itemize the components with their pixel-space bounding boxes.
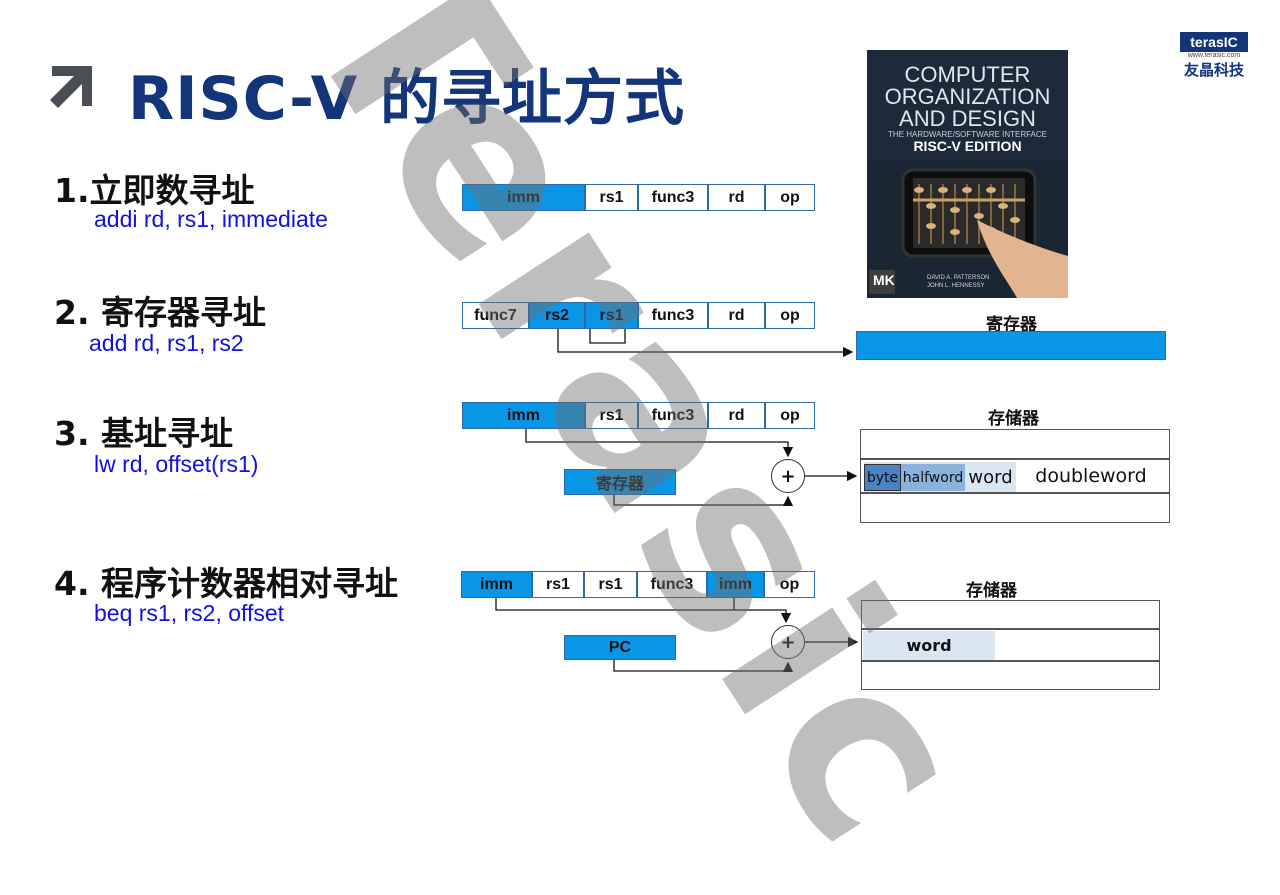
- field-rs1: rs1: [532, 571, 584, 598]
- memory-row: [861, 600, 1160, 629]
- mode-3-title: 3. 基址寻址: [54, 414, 233, 453]
- register-box: 寄存器: [564, 469, 676, 495]
- field-op: op: [764, 571, 815, 598]
- connector-lines: [495, 329, 859, 673]
- mode-1-title: 1.立即数寻址: [54, 171, 255, 210]
- pc-relative-format-row: imm rs1 rs1 func3 imm op: [461, 571, 815, 598]
- immediate-format-row: imm rs1 func3 rd op: [462, 184, 815, 211]
- mode-2-title: 2. 寄存器寻址: [54, 293, 266, 332]
- mode-4-title: 4. 程序计数器相对寻址: [54, 564, 398, 603]
- field-rs1: rs1: [585, 302, 638, 329]
- mode-1-code: addi rd, rs1, immediate: [94, 206, 328, 232]
- book-cover-image: COMPUTER ORGANIZATION AND DESIGN THE HAR…: [867, 50, 1068, 298]
- base-format-row: imm rs1 func3 rd op: [462, 402, 815, 429]
- doubleword-cell: doubleword: [1035, 465, 1147, 487]
- field-op: op: [765, 184, 815, 211]
- book-title-line3: AND DESIGN: [899, 106, 1036, 131]
- field-rs1: rs1: [584, 571, 637, 598]
- field-imm: imm: [462, 184, 585, 211]
- field-func7: func7: [462, 302, 529, 329]
- book-edition: RISC-V EDITION: [913, 138, 1022, 154]
- memory-row: [860, 493, 1170, 523]
- book-subtitle: THE HARDWARE/SOFTWARE INTERFACE: [888, 130, 1047, 139]
- field-rd: rd: [708, 402, 765, 429]
- field-imm: imm: [461, 571, 532, 598]
- memory-label: 存储器: [988, 409, 1039, 429]
- mode-2-code: add rd, rs1, rs2: [89, 330, 244, 356]
- adder-plus-icon: +: [771, 459, 805, 493]
- company-name: 友晶科技: [1183, 61, 1244, 79]
- field-imm: imm: [462, 402, 585, 429]
- field-func3: func3: [638, 302, 708, 329]
- register-file-label: 寄存器: [986, 315, 1037, 335]
- adder-plus-icon: +: [771, 625, 805, 659]
- register-format-row: func7 rs2 rs1 func3 rd op: [462, 302, 815, 329]
- register-file-box: [856, 331, 1166, 360]
- book-title-line1: COMPUTER: [904, 62, 1031, 87]
- mode-4-code: beq rs1, rs2, offset: [94, 600, 285, 626]
- field-func3: func3: [638, 402, 708, 429]
- logo-brand: terasIC: [1180, 32, 1248, 52]
- field-imm: imm: [707, 571, 764, 598]
- field-op: op: [765, 402, 815, 429]
- field-rs1: rs1: [585, 184, 638, 211]
- pc-box: PC: [564, 635, 676, 660]
- logo-url: www.terasic.com: [1187, 52, 1241, 59]
- book-title-line2: ORGANIZATION: [884, 84, 1051, 109]
- field-rs2: rs2: [529, 302, 585, 329]
- word-cell: word: [863, 631, 995, 660]
- field-func3: func3: [638, 184, 708, 211]
- word-cell: word: [968, 467, 1013, 488]
- book-author-1: DAVID A. PATTERSON: [927, 275, 990, 281]
- field-rd: rd: [708, 302, 765, 329]
- book-author-2: JOHN L. HENNESSY: [927, 283, 985, 289]
- publisher-logo: MK: [873, 272, 895, 288]
- memory-row: [861, 661, 1160, 690]
- field-rd: rd: [708, 184, 765, 211]
- tablet-abacus-illustration: [867, 160, 1068, 298]
- page-title: RISC-V 的寻址方式: [128, 64, 686, 134]
- terasic-logo: terasIC www.terasic.com 友晶科技: [1180, 32, 1248, 80]
- memory-row: [860, 429, 1170, 459]
- memory-label: 存储器: [966, 581, 1017, 601]
- byte-cell: byte: [864, 464, 901, 491]
- field-rs1: rs1: [585, 402, 638, 429]
- mode-3-code: lw rd, offset(rs1): [94, 451, 259, 477]
- halfword-cell: halfword: [901, 464, 965, 491]
- arrow-up-right-icon: [50, 66, 92, 108]
- field-op: op: [765, 302, 815, 329]
- field-func3: func3: [637, 571, 707, 598]
